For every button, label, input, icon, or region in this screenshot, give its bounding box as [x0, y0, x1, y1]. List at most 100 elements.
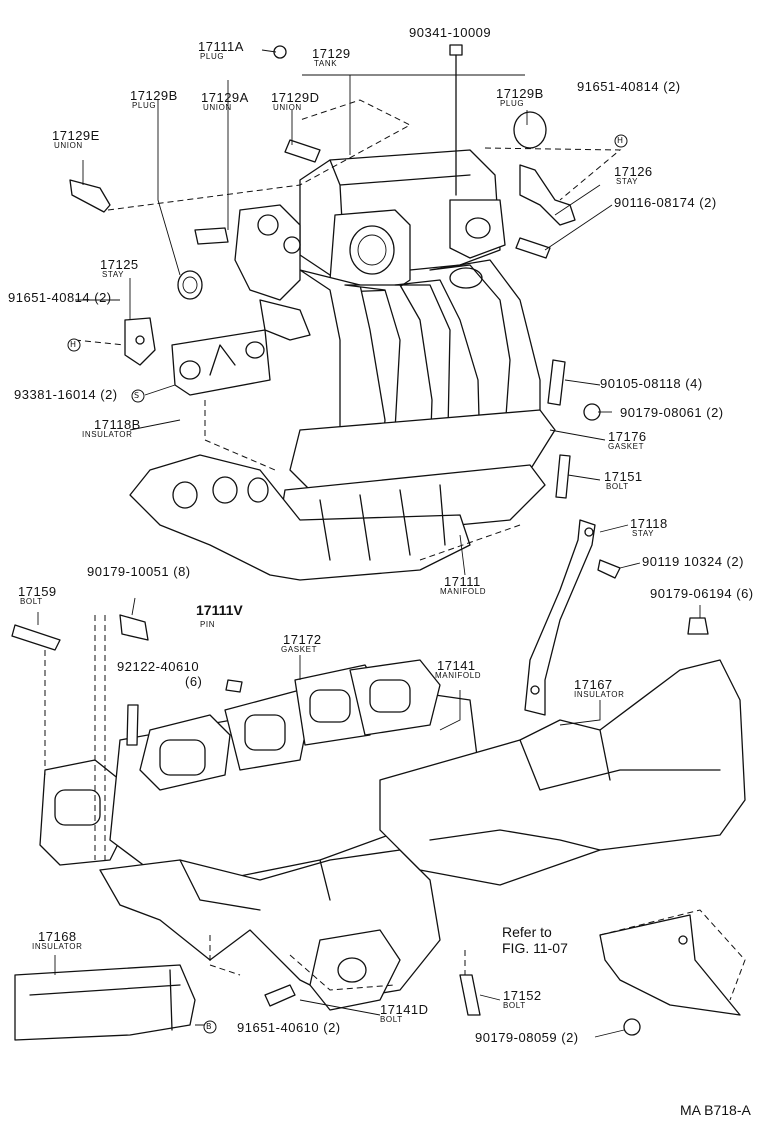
part-desc: INSULATOR [574, 690, 625, 699]
part-number: 90179-08061 (2) [620, 405, 724, 420]
callout-17111v: 17111V PIN [196, 603, 243, 629]
part-number: 17111V [196, 602, 243, 618]
part-number: 17118B [94, 417, 141, 432]
intake-chamber-drawing [69, 44, 576, 471]
part-number: 90105-08118 (4) [600, 376, 703, 391]
intake-manifold-drawing [129, 359, 709, 716]
part-number: 17118 [630, 516, 668, 531]
callout-90341-10009: 90341-10009 [409, 26, 491, 39]
part-desc: UNION [273, 103, 302, 112]
exhaust-manifold-drawing [11, 614, 746, 1041]
part-number: 17126 [614, 164, 653, 179]
callout-17172: 17172 GASKET [281, 632, 322, 654]
callout-92122-40610: 92122-40610 (6) [117, 660, 202, 688]
callout-90105-08118: 90105-08118 (4) [600, 377, 703, 390]
part-number: 90341-10009 [409, 25, 492, 40]
part-number: 90116-08174 (2) [614, 195, 717, 210]
callout-17129a: 17129A UNION [201, 91, 249, 112]
figure-code: MA B718-A [680, 1102, 751, 1118]
callout-17176: 17176 GASKET [608, 430, 647, 451]
part-number: 17129B [496, 86, 544, 101]
part-number: 91651-40814 (2) [577, 79, 681, 94]
part-number: 17172 [283, 632, 322, 647]
part-desc: STAY [102, 270, 125, 279]
callout-17141: 17141 MANIFOLD [435, 658, 482, 680]
part-desc: INSULATOR [82, 430, 133, 439]
part-number: 90119 10324 (2) [642, 554, 744, 569]
part-number: 93381-16014 (2) [14, 387, 118, 402]
callout-17111a: 17111A PLUG [198, 40, 244, 61]
part-number: 17111A [198, 39, 244, 54]
part-number: 17129A [201, 90, 249, 105]
callout-90116-08174: 90116-08174 (2) [614, 196, 717, 209]
part-desc: MANIFOLD [440, 587, 487, 596]
part-desc: STAY [632, 529, 655, 538]
callout-91651-40610: 91651-40610 (2) [237, 1021, 341, 1034]
callout-93381-16014: 93381-16014 (2) [14, 388, 118, 401]
part-number: 17141D [380, 1002, 429, 1017]
part-number: 90179-10051 (8) [87, 564, 191, 579]
part-number: 17151 [604, 469, 643, 484]
symbol-b: B [206, 1022, 212, 1031]
part-number: 91651-40814 (2) [8, 290, 112, 305]
callout-91651-40814-top: 91651-40814 (2) [577, 80, 681, 93]
callout-17129b-left: 17129B PLUG [130, 89, 178, 110]
part-desc: GASKET [608, 442, 645, 451]
part-desc: MANIFOLD [435, 671, 482, 680]
part-number: 17159 [18, 584, 57, 599]
part-number: 17152 [503, 988, 542, 1003]
symbol-h-left: H [70, 340, 77, 349]
leader-lines [37, 49, 746, 1038]
callout-17129d: 17129D UNION [271, 91, 320, 112]
part-qty: (6) [185, 674, 203, 689]
part-desc: PLUG [132, 101, 157, 110]
part-number: 17168 [38, 929, 77, 944]
callout-17129: 17129 TANK [312, 47, 351, 68]
callout-17152: 17152 BOLT [503, 989, 542, 1010]
callout-17168: 17168 INSULATOR [32, 929, 82, 951]
callout-17129b-right: 17129B PLUG [496, 87, 544, 108]
part-desc: BOLT [20, 597, 43, 606]
part-number: 17129 [312, 46, 351, 61]
callout-90179-08059: 90179-08059 (2) [475, 1031, 579, 1044]
part-number: 17125 [100, 257, 139, 272]
part-number: 90179-08059 (2) [475, 1030, 579, 1045]
part-desc: PLUG [500, 99, 525, 108]
callout-17141d: 17141D BOLT [380, 1003, 429, 1024]
part-number: 17167 [574, 677, 613, 692]
symbol-s: S [134, 391, 140, 400]
callout-17159: 17159 BOLT [18, 585, 57, 606]
part-desc: BOLT [606, 482, 629, 491]
part-desc: UNION [203, 103, 232, 112]
part-number: 17129D [271, 90, 320, 105]
part-number: 17176 [608, 429, 647, 444]
part-desc: TANK [314, 59, 338, 68]
part-desc: GASKET [281, 645, 318, 654]
part-number: 17111 [444, 574, 481, 589]
callout-17125: 17125 STAY [100, 258, 139, 279]
part-number: 91651-40610 (2) [237, 1020, 341, 1035]
reference-line-1: Refer to [502, 924, 552, 940]
callout-17129e: 17129E UNION [52, 129, 100, 150]
callout-17151: 17151 BOLT [604, 470, 643, 491]
part-desc: UNION [54, 141, 83, 150]
symbol-h-top: H [617, 136, 624, 145]
part-desc: INSULATOR [32, 942, 83, 951]
callout-17118: 17118 STAY [630, 517, 668, 538]
part-desc: BOLT [503, 1001, 526, 1010]
callout-17126: 17126 STAY [614, 165, 653, 186]
callout-90179-08061: 90179-08061 (2) [620, 406, 724, 419]
callout-90119-10324: 90119 10324 (2) [642, 555, 744, 568]
circled-symbols [67, 134, 628, 1034]
part-desc: PIN [200, 620, 216, 629]
part-desc: PLUG [200, 52, 225, 61]
part-number: 17141 [437, 658, 476, 673]
callout-17118b: 17118B INSULATOR [82, 417, 141, 439]
callout-90179-06194: 90179-06194 (6) [650, 587, 754, 600]
callout-17111: 17111 MANIFOLD [440, 574, 486, 596]
callout-90179-10051: 90179-10051 (8) [87, 565, 191, 578]
part-number: 17129E [52, 128, 100, 143]
part-number: 90179-06194 (6) [650, 586, 754, 601]
part-desc: BOLT [380, 1015, 403, 1024]
